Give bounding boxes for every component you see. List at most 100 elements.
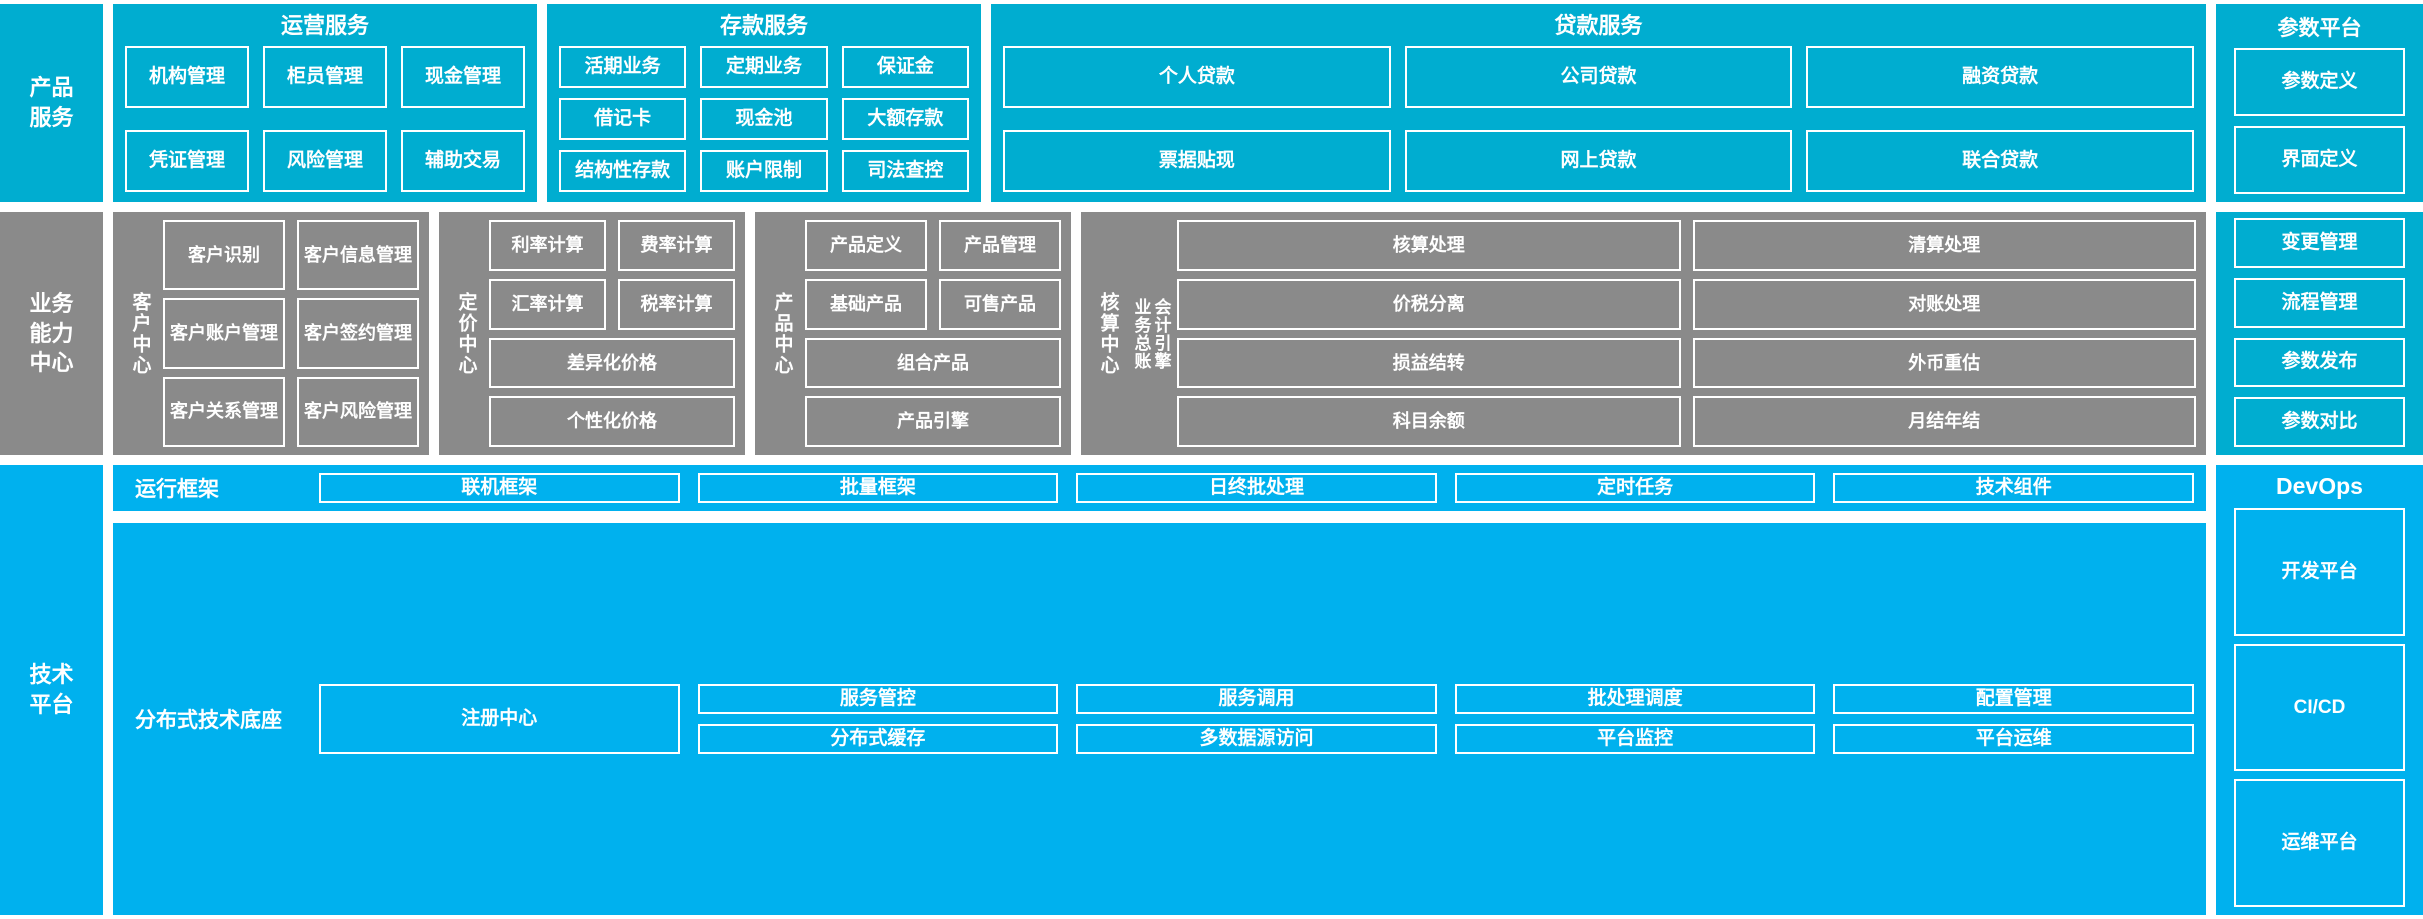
center-body-customer: 客户识别 客户信息管理 客户账户管理 客户签约管理 客户关系管理 客户风险管理 (163, 220, 419, 447)
tile-time-deposit[interactable]: 定期业务 (700, 46, 828, 89)
tile-large-deposit[interactable]: 大额存款 (841, 98, 969, 141)
tile-scheduled-task[interactable]: 定时任务 (1454, 473, 1816, 503)
tile-ops-platform[interactable]: 运维平台 (2234, 779, 2405, 908)
tile-technical-component[interactable]: 技术组件 (1833, 473, 2194, 503)
tile-account-balance[interactable]: 科目余额 (1177, 396, 1681, 447)
center-label-product: 产品中心 (771, 291, 793, 376)
technology-bands: 运行框架 联机框架 批量框架 日终批处理 定时任务 技术组件 分布式技术底座 注… (113, 465, 2206, 915)
layer-label-business-capability: 业务 能力 中心 (0, 212, 103, 455)
tile-corporate-loan[interactable]: 公司贷款 (1404, 46, 1793, 109)
center-row: 利率计算 费率计算 (489, 220, 735, 271)
tile-structured-deposit[interactable]: 结构性存款 (559, 150, 687, 192)
center-label-customer: 客户中心 (129, 291, 151, 376)
rail-parameter-platform-continued: 变更管理 流程管理 参数发布 参数对比 (2216, 212, 2423, 455)
tech-label-line2: 平台 (29, 692, 74, 717)
tile-online-framework[interactable]: 联机框架 (319, 473, 680, 503)
group-grid-loan: 个人贷款 公司贷款 融资贷款 票据贴现 网上贷款 联合贷款 (1003, 46, 2194, 192)
tile-customer-contract-management[interactable]: 客户签约管理 (297, 298, 419, 369)
rail-title-parameter-platform: 参数平台 (2277, 17, 2362, 40)
tile-month-year-end-closing[interactable]: 月结年结 (1692, 396, 2196, 447)
tile-customer-identification[interactable]: 客户识别 (163, 220, 285, 291)
tile-interest-rate-calculation[interactable]: 利率计算 (489, 220, 606, 271)
tile-syndicated-loan[interactable]: 联合贷款 (1806, 130, 2194, 192)
tile-auxiliary-transaction[interactable]: 辅助交易 (401, 130, 525, 192)
tile-debit-card[interactable]: 借记卡 (559, 98, 687, 141)
group-deposit-services: 存款服务 活期业务 定期业务 保证金 借记卡 现金池 大额存款 结构性存款 账户… (547, 4, 981, 202)
tile-service-governance[interactable]: 服务管控 (697, 684, 1059, 714)
tile-cicd[interactable]: CI/CD (2234, 643, 2405, 772)
tile-interface-definition[interactable]: 界面定义 (2234, 126, 2405, 194)
tile-org-management[interactable]: 机构管理 (125, 46, 249, 109)
tile-account-restriction[interactable]: 账户限制 (700, 150, 828, 192)
tile-margin-deposit[interactable]: 保证金 (841, 46, 969, 89)
capability-label-line2: 能力 (29, 320, 74, 346)
tile-multi-datasource-access[interactable]: 多数据源访问 (1076, 724, 1437, 754)
group-title-deposit: 存款服务 (719, 13, 808, 38)
tile-cash-pool[interactable]: 现金池 (700, 98, 828, 141)
tile-process-management[interactable]: 流程管理 (2234, 277, 2405, 328)
tile-basic-product[interactable]: 基础产品 (805, 278, 927, 330)
band-distributed-tech-base: 分布式技术底座 注册中心 服务管控 服务调用 批处理调度 配置管理 分布式缓存 … (113, 523, 2206, 915)
tile-sellable-product[interactable]: 可售产品 (939, 278, 1061, 330)
tile-personalized-price[interactable]: 个性化价格 (489, 396, 735, 447)
tile-parameter-comparison[interactable]: 参数对比 (2234, 397, 2405, 447)
center-label-pricing: 定价中心 (455, 291, 477, 376)
center-row: 客户关系管理 客户风险管理 (163, 376, 419, 447)
tile-online-loan[interactable]: 网上贷款 (1404, 130, 1793, 192)
tile-end-of-day-batch[interactable]: 日终批处理 (1076, 473, 1437, 503)
tile-product-management[interactable]: 产品管理 (939, 220, 1061, 271)
center-body-accounting: 核算处理 清算处理 价税分离 对账处理 损益结转 外币重估 科目余额 月结年结 (1177, 220, 2196, 447)
group-title-operations: 运营服务 (280, 13, 369, 38)
tile-profit-loss-carryover[interactable]: 损益结转 (1177, 337, 1681, 389)
tile-demand-deposit[interactable]: 活期业务 (559, 46, 687, 89)
tile-configuration-management[interactable]: 配置管理 (1833, 684, 2194, 714)
group-grid-deposit: 活期业务 定期业务 保证金 借记卡 现金池 大额存款 结构性存款 账户限制 司法… (559, 46, 969, 192)
tile-customer-account-management[interactable]: 客户账户管理 (163, 298, 285, 369)
tile-accounting-processing[interactable]: 核算处理 (1177, 220, 1681, 271)
tile-tax-rate-calculation[interactable]: 税率计算 (618, 278, 735, 330)
tile-dev-platform[interactable]: 开发平台 (2234, 508, 2405, 636)
tile-differentiated-price[interactable]: 差异化价格 (489, 337, 735, 389)
tile-price-tax-separation[interactable]: 价税分离 (1177, 278, 1681, 330)
tile-reconciliation-processing[interactable]: 对账处理 (1692, 278, 2196, 330)
tile-risk-management[interactable]: 风险管理 (263, 130, 387, 192)
tile-financing-loan[interactable]: 融资贷款 (1806, 46, 2194, 109)
center-pricing: 定价中心 利率计算 费率计算 汇率计算 税率计算 差异化价格 个性化价格 (439, 212, 745, 455)
accounting-split: 会计引擎 业务总账 核算处理 清算处理 价税分离 对账处理 损益结转 外币重估 (1131, 220, 2196, 447)
tile-customer-info-management[interactable]: 客户信息管理 (297, 220, 419, 291)
tile-change-management[interactable]: 变更管理 (2234, 218, 2405, 268)
tile-platform-operations[interactable]: 平台运维 (1833, 724, 2194, 754)
tile-judicial-control[interactable]: 司法查控 (841, 150, 969, 192)
center-row: 科目余额 月结年结 (1177, 396, 2196, 447)
tile-batch-framework[interactable]: 批量框架 (697, 473, 1059, 503)
tile-distributed-cache[interactable]: 分布式缓存 (697, 724, 1059, 754)
sublabel-business-ledger: 业务总账 (1131, 297, 1151, 370)
tile-parameter-definition[interactable]: 参数定义 (2234, 48, 2405, 116)
tile-service-invocation[interactable]: 服务调用 (1076, 684, 1437, 714)
tile-registry-center[interactable]: 注册中心 (319, 684, 680, 754)
tile-foreign-currency-revaluation[interactable]: 外币重估 (1692, 337, 2196, 389)
rail-title-devops: DevOps (2276, 473, 2363, 499)
tile-cash-management[interactable]: 现金管理 (401, 46, 525, 109)
tile-customer-relationship-management[interactable]: 客户关系管理 (163, 376, 285, 447)
tile-settlement-processing[interactable]: 清算处理 (1692, 220, 2196, 271)
tile-combined-product[interactable]: 组合产品 (805, 337, 1061, 389)
tile-parameter-release[interactable]: 参数发布 (2234, 337, 2405, 388)
tile-bill-discount[interactable]: 票据贴现 (1003, 130, 1391, 192)
tile-platform-monitoring[interactable]: 平台监控 (1454, 724, 1816, 754)
tile-fee-rate-calculation[interactable]: 费率计算 (618, 220, 735, 271)
band-items-distributed-base: 注册中心 服务管控 服务调用 批处理调度 配置管理 分布式缓存 多数据源访问 平… (319, 684, 2194, 754)
tile-teller-management[interactable]: 柜员管理 (263, 46, 387, 109)
layer-product-services: 产品 服务 运营服务 机构管理 柜员管理 现金管理 凭证管理 风险管理 辅助交易… (0, 4, 2423, 202)
layer-business-capability: 业务 能力 中心 客户中心 客户识别 客户信息管理 客户账户管理 客户签约管理 … (0, 212, 2423, 455)
tile-product-definition[interactable]: 产品定义 (805, 220, 927, 271)
rail-devops: DevOps 开发平台 CI/CD 运维平台 (2216, 465, 2423, 915)
tile-batch-scheduling[interactable]: 批处理调度 (1454, 684, 1816, 714)
tile-customer-risk-management[interactable]: 客户风险管理 (297, 376, 419, 447)
tile-voucher-management[interactable]: 凭证管理 (125, 130, 249, 192)
center-row: 汇率计算 税率计算 (489, 278, 735, 330)
tile-exchange-rate-calculation[interactable]: 汇率计算 (489, 278, 606, 330)
tile-product-engine[interactable]: 产品引擎 (805, 396, 1061, 447)
tile-personal-loan[interactable]: 个人贷款 (1003, 46, 1391, 109)
